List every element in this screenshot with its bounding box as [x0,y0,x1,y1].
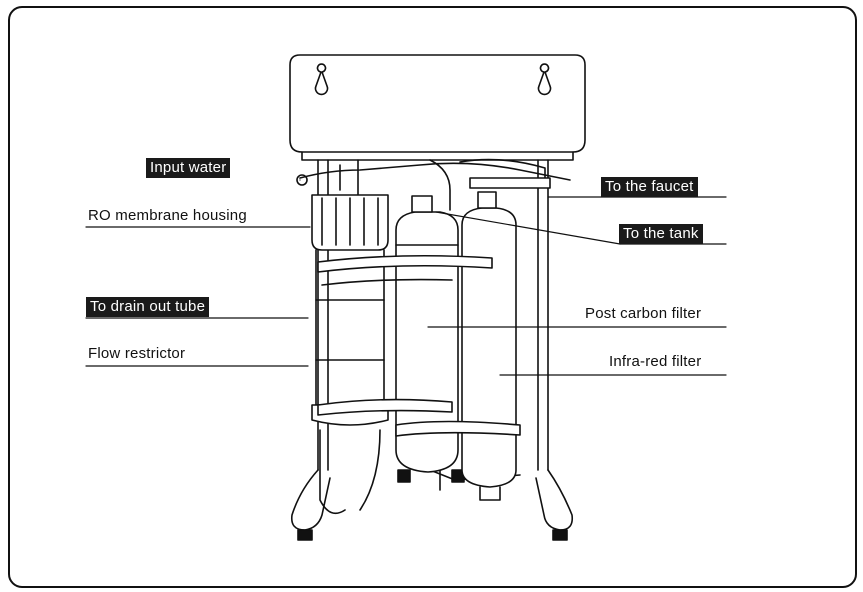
infra-red-filter [461,191,517,501]
keyhole-right-icon [537,63,552,96]
ro-membrane-housing [311,194,389,515]
filter-clamps [317,254,521,437]
label-flow-restrictor: Flow restrictor [88,345,186,362]
leader-lines [85,179,727,376]
label-post-carbon-filter: Post carbon filter [585,305,702,322]
label-ro-membrane-housing: RO membrane housing [88,207,247,224]
keyhole-left-icon [314,63,329,96]
label-to-the-faucet: To the faucet [601,177,698,197]
label-to-drain-out-tube: To drain out tube [86,297,210,317]
label-input-water: Input water [146,158,231,178]
wall-bracket [289,54,586,161]
label-to-the-tank: To the tank [619,224,703,244]
diagram-frame [8,6,857,588]
label-infra-red-filter: Infra-red filter [609,353,702,370]
